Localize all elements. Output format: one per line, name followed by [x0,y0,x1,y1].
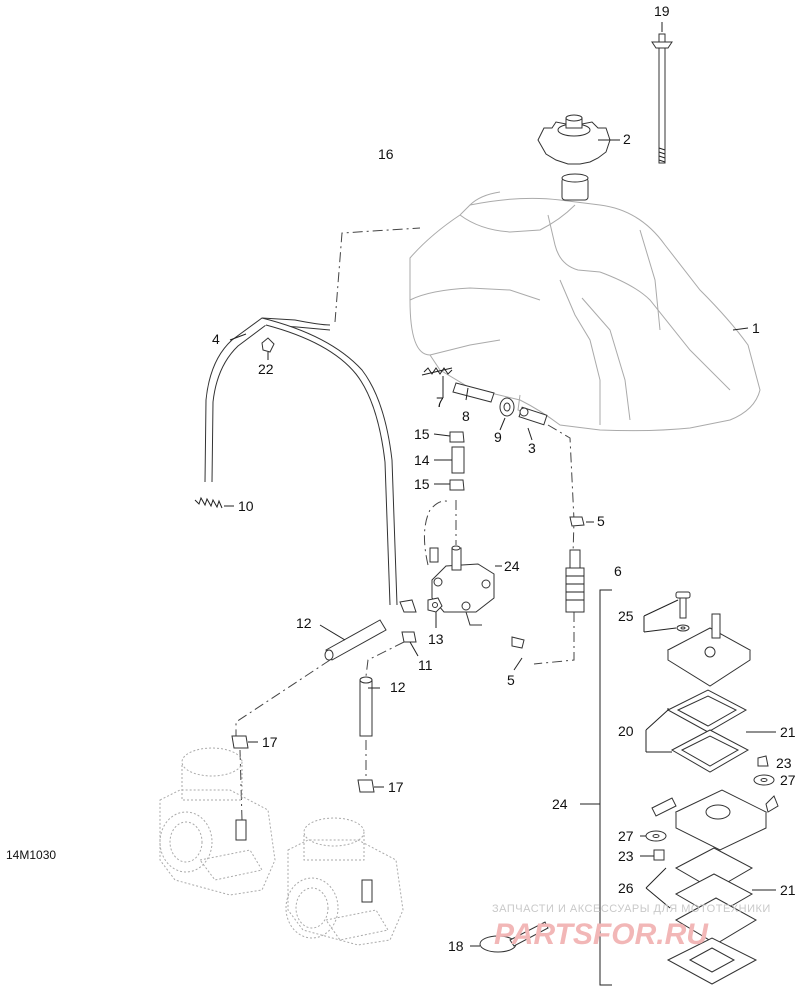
callout-14: 14 [414,452,430,468]
callout-23-upper: 23 [776,755,792,771]
callout-21-lower: 21 [780,882,796,898]
clamp-11-lower [401,631,417,643]
fuel-hose-left [324,619,387,661]
fuel-strainer [421,367,453,376]
callout-12-left: 12 [296,615,312,631]
pump-body [651,789,779,851]
watermark-logo-text: PARTSFOR.RU [494,918,709,951]
callout-5-lower: 5 [507,672,515,688]
callout-15-lower: 15 [414,476,430,492]
pump-cover [666,613,751,687]
callout-17-right: 17 [388,779,404,795]
callout-18: 18 [448,938,464,954]
callout-23-lower: 23 [618,848,634,864]
callout-7: 7 [436,394,444,410]
callout-22: 22 [258,361,274,377]
washer-lower [645,830,667,842]
pump-inlet-hose [451,446,465,474]
hose-clamp-upper [569,516,585,527]
callout-1: 1 [752,320,760,336]
fuel-hose-right [359,676,373,737]
callout-10: 10 [238,498,254,514]
watermark-tagline: ЗАПЧАСТИ И АКСЕССУАРЫ ДЛЯ МОТОТЕХНИКИ [492,903,771,915]
callout-6: 6 [614,563,622,579]
diaphragm-lower [670,729,750,773]
washer-upper [753,774,775,786]
callout-15-upper: 15 [414,426,430,442]
vent-clip [261,337,275,353]
check-valve-lower [653,849,665,861]
callout-13: 13 [428,631,444,647]
callout-19: 19 [654,3,670,19]
callout-17-left: 17 [262,734,278,750]
filler-neck [561,173,589,201]
callouts: 1 2 3 4 5 5 6 7 8 9 10 11 12 12 13 14 15… [212,3,796,954]
fuel-pump [429,545,495,626]
fuel-cap [537,114,611,165]
tank-bolt [651,33,673,164]
callout-27-lower: 27 [618,828,634,844]
leader-lines [224,22,776,947]
diagram-reference-code: 14M1030 [6,848,56,862]
carb-clamp-right [357,779,375,793]
callout-12-right: 12 [390,679,406,695]
callout-20: 20 [618,723,634,739]
callout-8: 8 [462,408,470,424]
kit-bracket [599,589,612,986]
watermark: ЗАПЧАСТИ И АКСЕССУАРЫ ДЛЯ МОТОТЕХНИКИ PA… [492,903,771,951]
outlet-tube [452,382,495,403]
clamp-upper-15 [449,431,465,443]
diaphragm-upper [666,689,748,733]
callout-24-pump: 24 [504,558,520,574]
hose-clamp-lower [511,636,525,649]
carb-clamp-left [231,735,249,749]
callout-21-upper: 21 [780,724,796,740]
callout-4: 4 [212,331,220,347]
clamp-lower-15 [449,479,465,491]
inline-fuel-filter [565,549,585,613]
spring [194,496,223,509]
carburetor-left [159,747,276,896]
callout-16: 16 [378,146,394,162]
callout-25: 25 [618,608,634,624]
callout-3: 3 [528,440,536,456]
carburetor-right [285,817,404,946]
callout-9: 9 [494,429,502,445]
pump-base-cover [666,897,758,985]
callout-11: 11 [418,657,433,673]
callout-2: 2 [623,131,631,147]
pump-screw [675,591,691,632]
callout-27-upper: 27 [780,772,796,788]
check-valve-upper [757,755,769,767]
vent-hose [204,227,421,606]
callout-24-kit: 24 [552,796,568,812]
cable-tie [479,921,549,953]
callout-26: 26 [618,880,634,896]
shut-off-valve [518,406,548,426]
clamp-11-upper [399,599,417,613]
nut [427,597,443,613]
callout-5-upper: 5 [597,513,605,529]
fuel-tank [409,191,761,432]
outlet-grommet [499,397,515,417]
